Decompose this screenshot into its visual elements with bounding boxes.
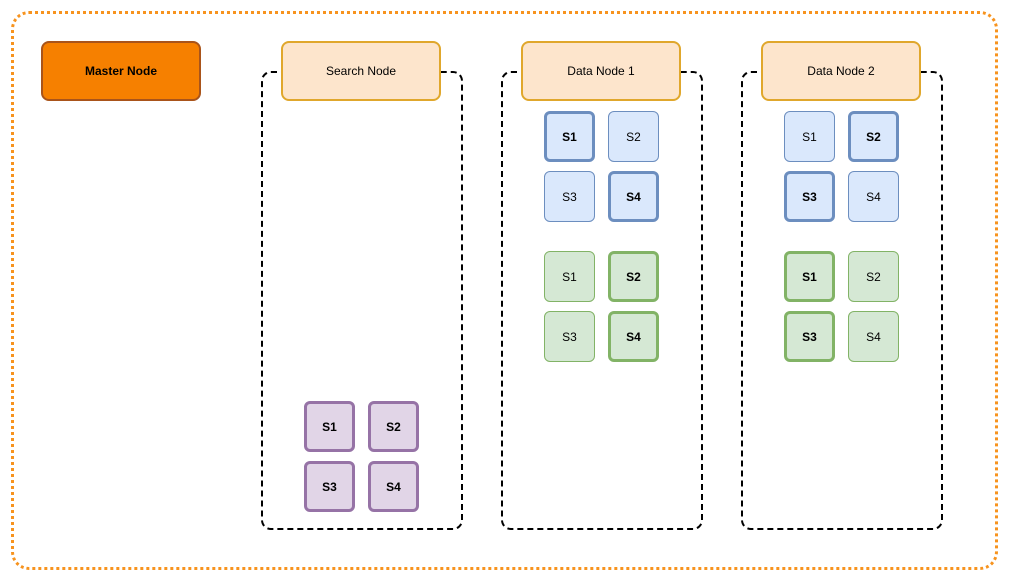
master-node[interactable]: Master Node (41, 41, 201, 101)
search-shard-s4[interactable]: S4 (368, 461, 419, 512)
dn1-blue-shard-s1[interactable]: S1 (544, 111, 595, 162)
cluster-boundary (11, 11, 998, 570)
data-node-2-container (741, 71, 943, 530)
dn1-green-shard-s1[interactable]: S1 (544, 251, 595, 302)
dn1-blue-shard-s4[interactable]: S4 (608, 171, 659, 222)
dn1-green-shard-s2[interactable]: S2 (608, 251, 659, 302)
dn1-green-shard-s3[interactable]: S3 (544, 311, 595, 362)
dn2-green-shard-s2[interactable]: S2 (848, 251, 899, 302)
search-node-header[interactable]: Search Node (281, 41, 441, 101)
search-shard-s2[interactable]: S2 (368, 401, 419, 452)
dn2-green-shard-s4[interactable]: S4 (848, 311, 899, 362)
data-node-1-container (501, 71, 703, 530)
data-node-1-header[interactable]: Data Node 1 (521, 41, 681, 101)
dn2-green-shard-s3[interactable]: S3 (784, 311, 835, 362)
search-shard-s1[interactable]: S1 (304, 401, 355, 452)
data-node-2-header[interactable]: Data Node 2 (761, 41, 921, 101)
search-node-container (261, 71, 463, 530)
dn1-blue-shard-s2[interactable]: S2 (608, 111, 659, 162)
dn2-blue-shard-s2[interactable]: S2 (848, 111, 899, 162)
dn2-blue-shard-s3[interactable]: S3 (784, 171, 835, 222)
dn2-green-shard-s1[interactable]: S1 (784, 251, 835, 302)
dn1-blue-shard-s3[interactable]: S3 (544, 171, 595, 222)
search-shard-s3[interactable]: S3 (304, 461, 355, 512)
dn2-blue-shard-s4[interactable]: S4 (848, 171, 899, 222)
dn2-blue-shard-s1[interactable]: S1 (784, 111, 835, 162)
dn1-green-shard-s4[interactable]: S4 (608, 311, 659, 362)
